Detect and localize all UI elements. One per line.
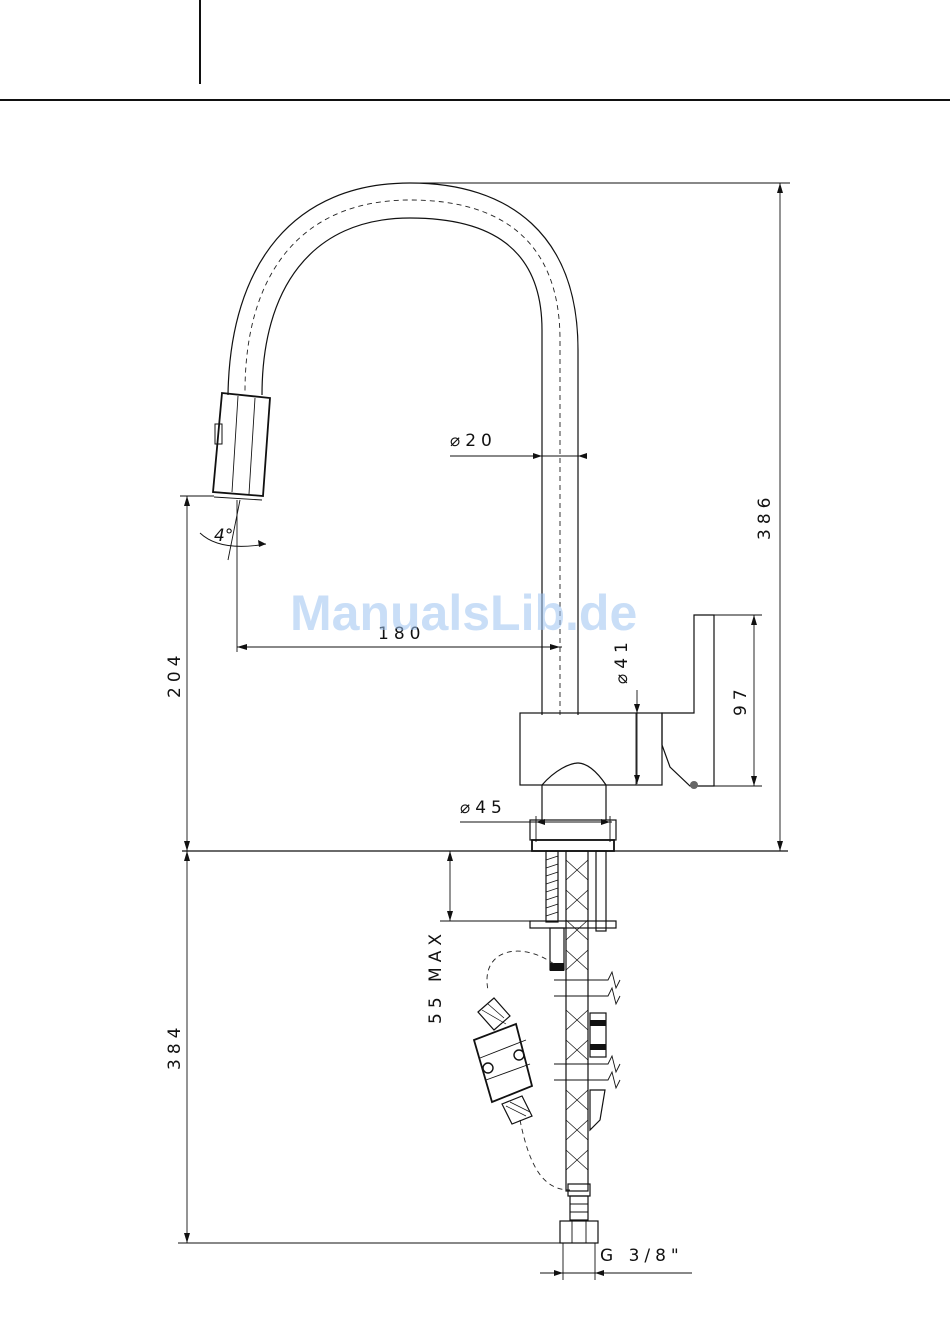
spray-head — [213, 393, 270, 500]
watermark: ManualsLib.de — [290, 585, 637, 641]
dimension-lines — [178, 183, 790, 1276]
under-deck-length-label: 384 — [165, 1023, 185, 1070]
page-header-frame — [0, 0, 950, 100]
body-diameter-label: ⌀41 — [612, 637, 632, 684]
pipe-diameter-label: ⌀20 — [450, 431, 497, 451]
lever-height-label: 97 — [731, 684, 751, 716]
overall-height-label: 386 — [755, 493, 775, 540]
base-diameter-label: ⌀45 — [460, 798, 507, 818]
outlet-height-label: 204 — [165, 651, 185, 698]
under-deck-assembly — [474, 851, 620, 1280]
connection-thread-label: G 3/8" — [600, 1246, 684, 1266]
deck-thickness-label: 55 MAX — [426, 929, 446, 1024]
spray-angle-marks — [200, 500, 266, 652]
spray-angle-label: 4° — [214, 526, 233, 546]
